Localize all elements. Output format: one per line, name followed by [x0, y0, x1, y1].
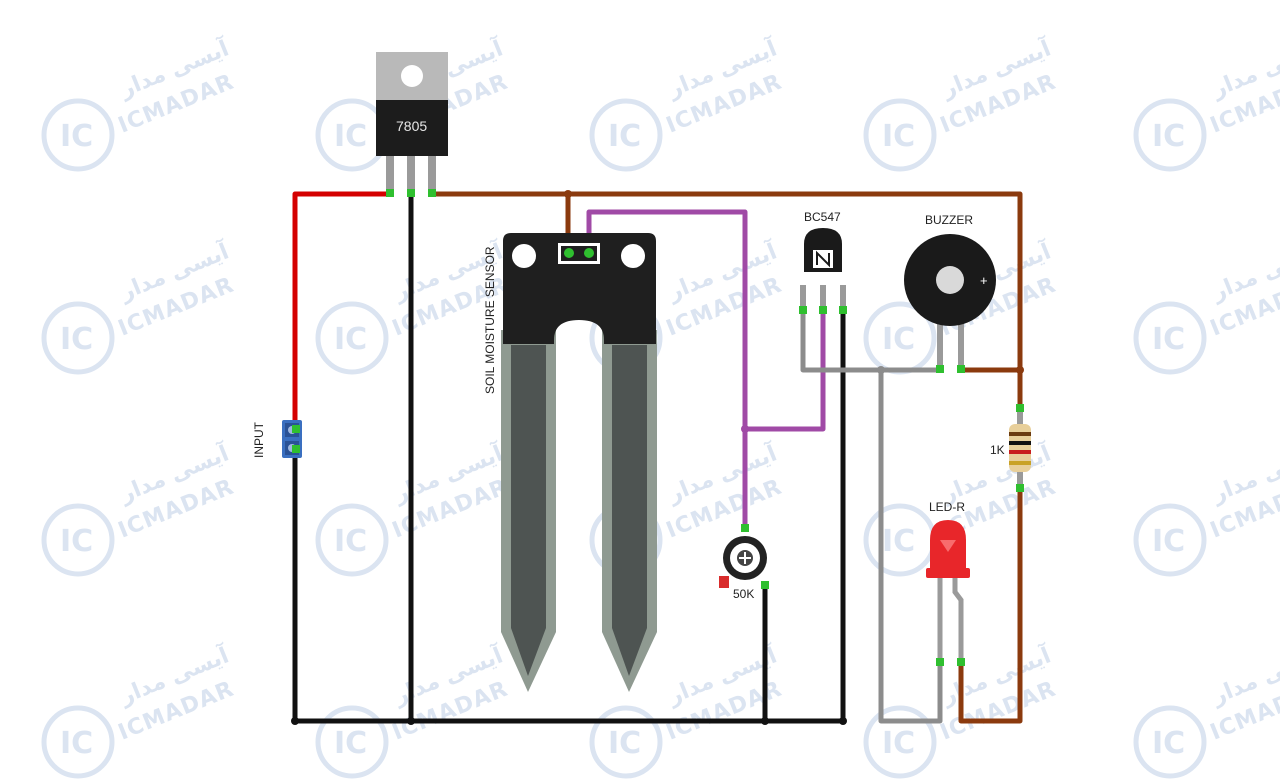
watermark-badge: IC — [60, 524, 93, 559]
soil-moisture-sensor: SOIL MOISTURE SENSOR — [483, 233, 657, 692]
watermark-badge: IC — [60, 726, 93, 761]
signal-wire — [586, 209, 748, 531]
buzzer: BUZZER + — [904, 213, 996, 373]
led-red: LED-R — [926, 500, 970, 666]
watermark-badge: IC — [1152, 524, 1185, 559]
base-wire — [742, 309, 826, 432]
led-cathode-wire — [878, 367, 943, 724]
watermark-badge: IC — [1152, 726, 1185, 761]
watermark-badge: IC — [60, 119, 93, 154]
resistor-label: 1K — [990, 443, 1005, 457]
watermark-badge: IC — [334, 726, 367, 761]
watermark-badge: IC — [334, 322, 367, 357]
watermark-badge: IC — [1152, 322, 1185, 357]
resistor-1k: 1K — [990, 404, 1031, 492]
transistor-bc547: BC547 — [799, 210, 847, 314]
watermark-badge: IC — [608, 726, 641, 761]
watermark-badge: IC — [882, 524, 915, 559]
watermark-badge: IC — [882, 119, 915, 154]
collector-wire — [800, 309, 943, 373]
transistor-label: BC547 — [804, 210, 841, 224]
watermark-badge: IC — [334, 524, 367, 559]
potentiometer-50k: 50K — [719, 524, 769, 601]
pot-label: 50K — [733, 587, 754, 601]
red-wire — [292, 191, 393, 431]
buzzer-label: BUZZER — [925, 213, 973, 227]
buzzer-plus-sign: + — [980, 273, 988, 288]
watermark-badge: IC — [60, 322, 93, 357]
vcc-wire-led — [958, 485, 1023, 724]
junctions — [291, 190, 1024, 725]
input-label: INPUT — [252, 421, 266, 458]
watermark-badge: IC — [608, 119, 641, 154]
voltage-regulator-7805: 7805 — [376, 52, 448, 197]
watermark-badge: IC — [334, 119, 367, 154]
watermark-badge: IC — [882, 726, 915, 761]
led-label: LED-R — [929, 500, 965, 514]
input-terminal: INPUT — [252, 420, 302, 458]
regulator-label: 7805 — [396, 118, 427, 134]
watermark-badge: IC — [1152, 119, 1185, 154]
sensor-label: SOIL MOISTURE SENSOR — [483, 246, 497, 394]
vcc-wire-top — [429, 191, 1023, 411]
watermark-badge: IC — [882, 322, 915, 357]
